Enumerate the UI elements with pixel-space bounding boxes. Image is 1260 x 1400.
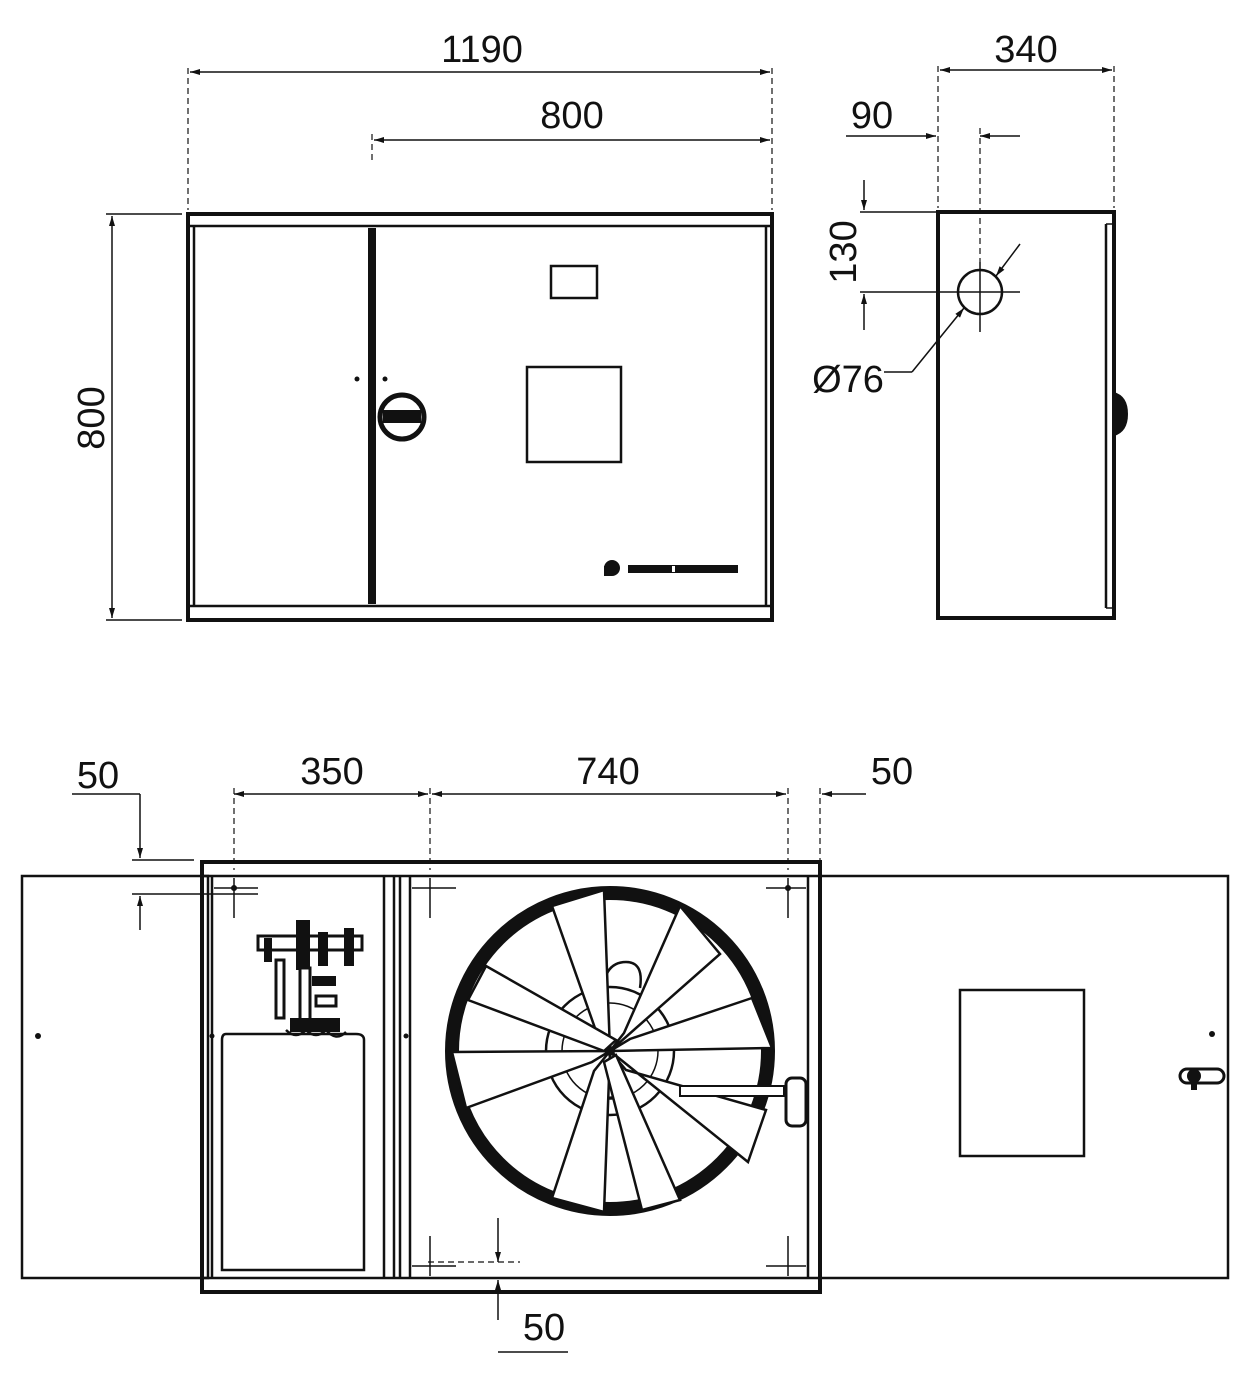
side-view: 340 90 130 [812,29,1128,620]
dim-front-height: 800 [71,213,182,621]
dim-label-350: 350 [300,751,363,793]
pump-icon [256,920,364,1038]
dim-label-diameter: Ø76 [812,359,884,401]
dim-label-50-bottom: 50 [523,1307,565,1349]
door-window [958,988,1086,1158]
dim-label-800-horizontal: 800 [540,95,603,137]
fan-bracket [784,1076,808,1128]
side-cabinet: Ø76 [812,210,1128,620]
large-window [525,365,623,464]
front-cabinet [186,212,774,622]
plan-left-door [20,874,210,1280]
plan-right-door [818,874,1230,1280]
dim-side-depth: 340 [937,29,1115,208]
plan-view: 350 740 50 50 50 [20,751,1230,1353]
dim-pipe-height: 130 [823,180,936,330]
dim-label-340: 340 [994,29,1057,71]
dim-label-50-left: 50 [77,755,119,797]
brand-logo-icon [604,560,738,576]
door-divider [368,228,376,604]
tank-and-pump [220,920,366,1272]
dim-label-90: 90 [851,95,893,137]
dim-label-1190: 1190 [441,29,523,71]
plan-housing [200,860,822,1294]
small-window [549,264,599,300]
dim-side-offset: 90 [846,95,1020,262]
dim-label-130: 130 [823,220,865,283]
dim-door-width: 800 [371,95,770,160]
dim-plan-bottom: 50 [428,1218,568,1353]
dim-plan-chain: 350 740 50 [233,751,913,870]
dim-plan-left: 50 [72,755,258,930]
dim-label-50-right: 50 [871,751,913,793]
door-lock-icon [1178,1067,1226,1090]
dim-label-800-vertical: 800 [71,386,113,449]
front-view: 1190 800 800 [71,29,774,622]
dim-label-740: 740 [576,751,639,793]
side-knob-icon [1114,392,1128,436]
door-handle-icon [377,392,427,442]
dim-front-width: 1190 [187,29,773,210]
fan-wheel [445,886,808,1216]
